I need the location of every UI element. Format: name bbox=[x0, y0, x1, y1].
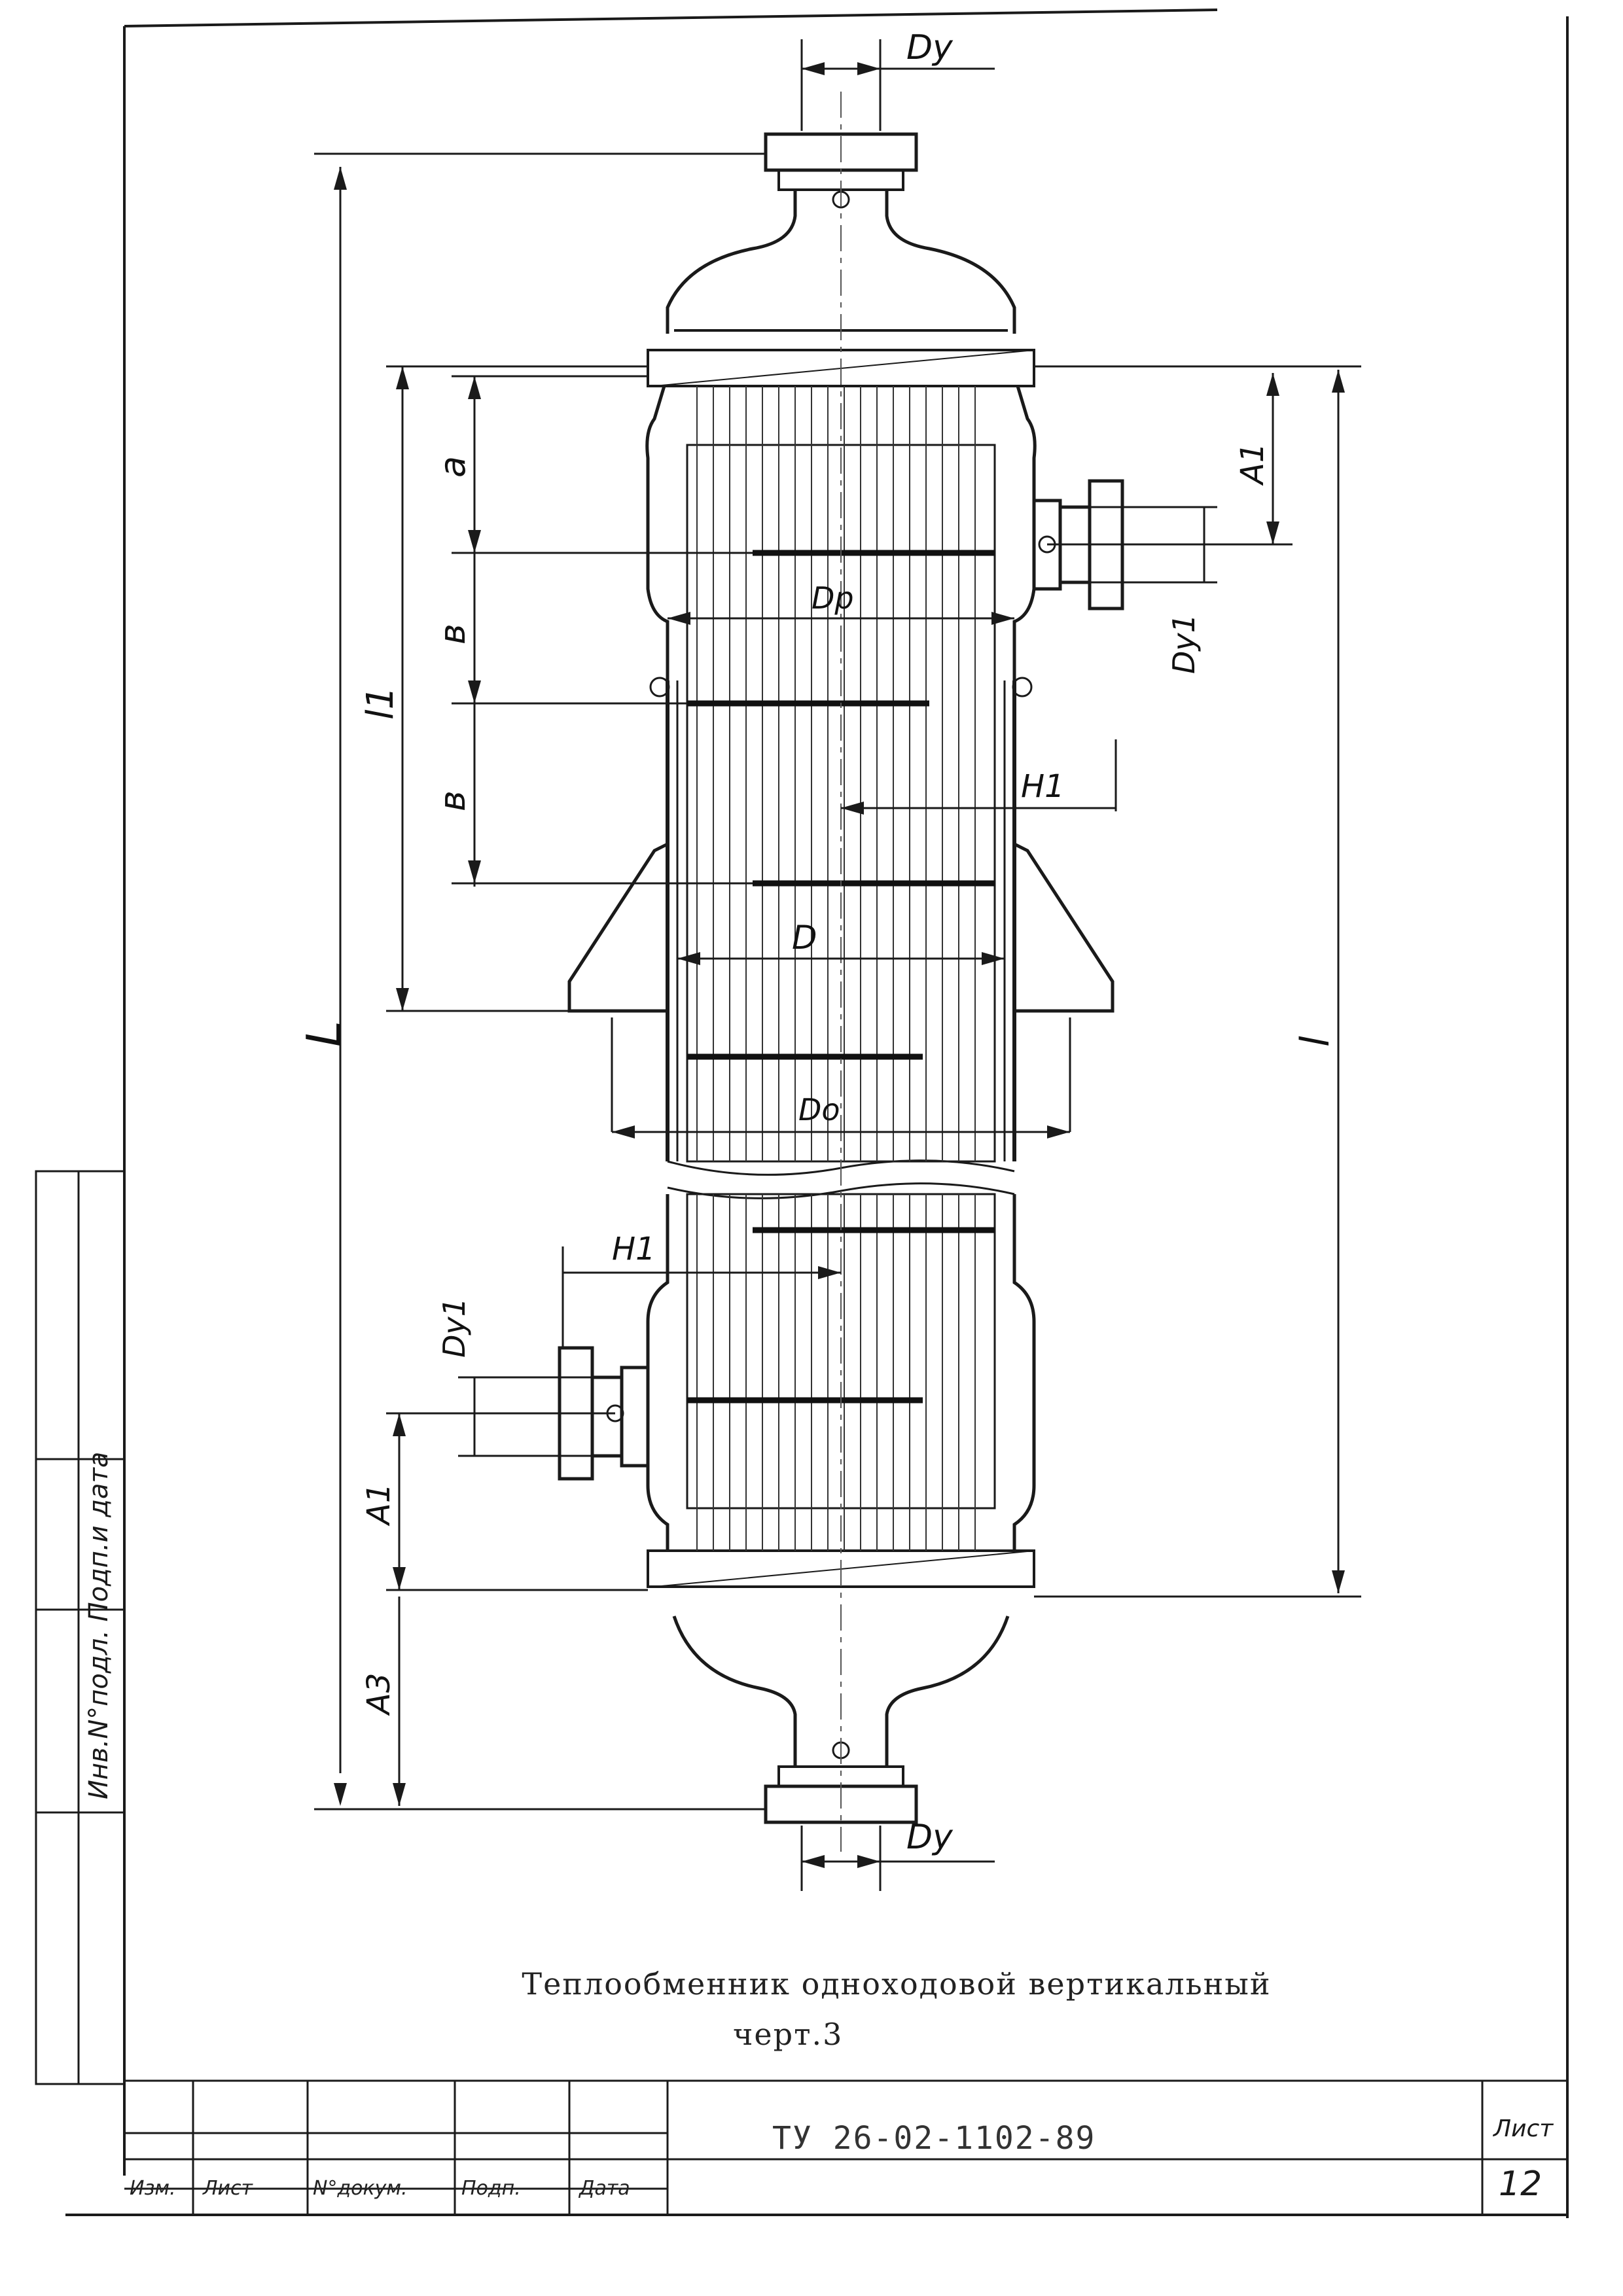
label-H1-right: H1 bbox=[1021, 768, 1065, 805]
label-A1-right: A1 bbox=[1234, 443, 1271, 486]
label-b2: в bbox=[432, 790, 473, 811]
support-bracket-right bbox=[1012, 841, 1115, 1013]
top-head bbox=[666, 190, 1016, 334]
bottom-head bbox=[672, 1616, 1010, 1767]
sheet-label: Лист bbox=[1493, 2115, 1554, 2142]
side-stamp-text: Инв.N°подл. Подп.и дата bbox=[84, 1451, 114, 1799]
label-b1: в bbox=[432, 624, 473, 645]
tb-header-change: Изм. bbox=[130, 2177, 176, 2200]
label-l: l bbox=[1293, 1036, 1338, 1047]
label-dy1-left: Dy1 bbox=[437, 1298, 472, 1358]
label-dp: Dp bbox=[812, 580, 854, 616]
tb-header-signature: Подп. bbox=[461, 2177, 521, 2200]
title-block-grid bbox=[124, 2079, 1567, 2215]
shell-lower bbox=[646, 1194, 1036, 1551]
support-bracket-left bbox=[567, 841, 669, 1013]
label-D: D bbox=[792, 919, 817, 957]
tb-header-docnum: N°докум. bbox=[313, 2177, 408, 2200]
label-l1: l1 bbox=[359, 686, 402, 720]
label-H1-left: H1 bbox=[612, 1231, 656, 1267]
label-A3: A3 bbox=[361, 1673, 397, 1716]
label-do: Do bbox=[798, 1092, 840, 1127]
drawing-caption-title: Теплообменник одноходовой вертикальный bbox=[522, 1966, 1272, 2002]
tubesheet-hatch bbox=[654, 349, 1035, 1587]
tubes bbox=[696, 386, 976, 1551]
label-L: L bbox=[296, 1021, 351, 1047]
frame-top bbox=[124, 9, 1218, 27]
label-A1-left: A1 bbox=[361, 1483, 397, 1527]
label-dy-top: Dy bbox=[906, 28, 954, 67]
tb-header-sheet: Лист bbox=[203, 2177, 253, 2200]
label-a: a bbox=[432, 456, 473, 478]
label-dy-bottom: Dy bbox=[906, 1818, 954, 1857]
drawing-caption-number: черт.3 bbox=[733, 2017, 844, 2052]
lifting-lug-left bbox=[649, 677, 670, 698]
tb-header-date: Дата bbox=[579, 2177, 630, 2200]
label-dy1-right: Dy1 bbox=[1166, 614, 1202, 674]
baffles bbox=[687, 550, 995, 1404]
sheet-number: 12 bbox=[1499, 2164, 1543, 2204]
document-code: ТУ 26-02-1102-89 bbox=[772, 2120, 1096, 2157]
lifting-lug-right bbox=[1012, 677, 1033, 698]
